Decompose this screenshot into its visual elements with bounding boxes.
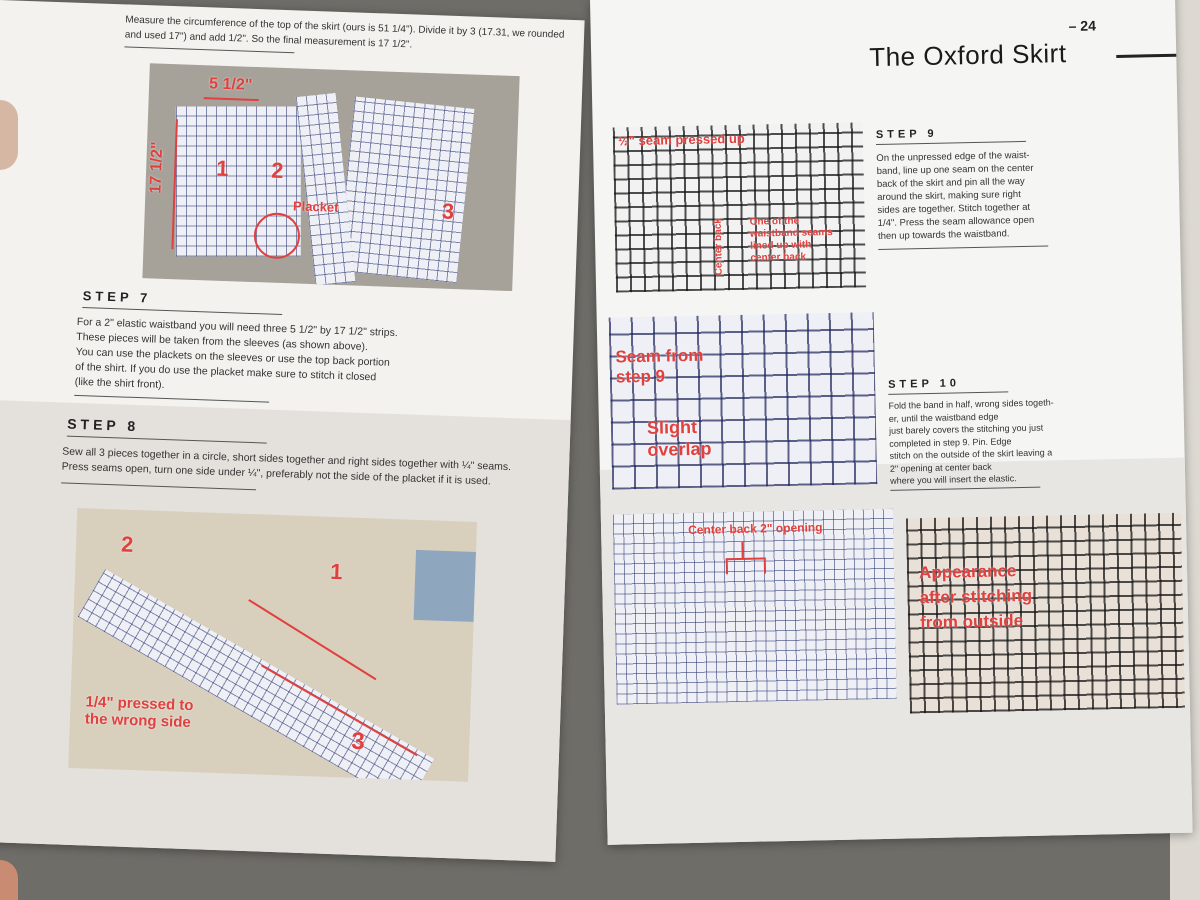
finger xyxy=(0,860,18,900)
step-7-text: For a 2" elastic waistband you will need… xyxy=(74,315,398,401)
waistband-seam-line: waistband seams xyxy=(749,226,833,240)
pressed-label-line: the wrong side xyxy=(84,710,192,732)
step-10-text: Fold the band in half, wrong sides toget… xyxy=(888,396,1055,487)
step-9-heading: STEP 9 xyxy=(875,127,938,142)
waistband-seam-label: One of the waistband seams lined up with… xyxy=(750,215,834,265)
slight-overlap-line: overlap xyxy=(647,438,712,460)
strip-number-2: 2 xyxy=(120,531,134,557)
fabric-piece xyxy=(336,96,475,284)
step-9-line: then up towards the waistband. xyxy=(877,228,1010,243)
step-9-text: On the unpressed edge of the waist- band… xyxy=(876,149,1035,243)
photo-appearance: Appearance after stitching from outside xyxy=(905,512,1185,714)
step-10-rule xyxy=(888,391,1009,395)
piece-number-3: 3 xyxy=(441,198,455,224)
slight-overlap-line: Slight xyxy=(646,416,698,438)
appearance-line: Appearance xyxy=(918,561,1017,583)
seam-from-step-9-line: step 9 xyxy=(615,366,666,387)
center-back-label: Center back xyxy=(712,218,725,276)
piece-number-2: 2 xyxy=(270,157,284,183)
dimension-width-arrow xyxy=(203,97,259,102)
photo-center-back-opening: Center back 2" opening xyxy=(612,508,897,705)
dimension-height-label: 17 1/2" xyxy=(147,141,167,194)
step-9-rule xyxy=(876,140,1027,146)
appearance-line: after stitching xyxy=(919,585,1033,608)
appearance-line: from outside xyxy=(919,611,1024,633)
piece-number-1: 1 xyxy=(215,155,229,182)
step-8-heading: STEP 8 xyxy=(66,415,140,435)
dimension-width-label: 5 1/2" xyxy=(208,75,253,94)
finger xyxy=(0,100,18,170)
photo-sleeve-pieces: 5 1/2" 17 1/2" 1 2 3 Placket xyxy=(142,63,520,292)
left-page: Measure the circumference of the top of … xyxy=(0,0,585,862)
strip-number-3: 3 xyxy=(350,727,366,756)
center-back-opening-label: Center back 2" opening xyxy=(687,520,823,538)
opening-bracket xyxy=(741,541,744,558)
page-title: The Oxford Skirt xyxy=(868,38,1067,73)
pressed-label: 1/4" pressed to the wrong side xyxy=(85,693,194,731)
strip-number-1: 1 xyxy=(329,558,343,585)
step-7-bottom-rule xyxy=(74,394,270,403)
jeans-corner xyxy=(413,549,477,622)
step-7-heading: STEP 7 xyxy=(82,288,152,306)
placket-label: Placket xyxy=(292,198,339,215)
photo-step-10: Seam from step 9 Slight overlap xyxy=(608,312,878,490)
page-number: – 24 xyxy=(1068,17,1097,34)
photo-sewn-strips: 2 1 3 1/4" pressed to the wrong side xyxy=(68,508,478,782)
slight-overlap-label: Slight overlap xyxy=(647,416,712,461)
intro-text: Measure the circumference of the top of … xyxy=(125,12,565,57)
seam-from-step-9-line: Seam from xyxy=(615,345,704,367)
photo-step-9: ½" seam pressed up Center back One of th… xyxy=(612,122,867,293)
fabric-strip xyxy=(77,569,435,782)
waistband-seam-line: center back xyxy=(750,251,807,264)
step-9-bottom-rule xyxy=(878,245,1049,251)
title-rule xyxy=(1116,53,1177,58)
seam-from-step-9-label: Seam from step 9 xyxy=(615,346,704,388)
step-7-rule xyxy=(82,307,283,316)
seam-pressed-label: ½" seam pressed up xyxy=(617,130,745,149)
right-page: – 24 The Oxford Skirt ½" seam pressed up… xyxy=(590,0,1193,845)
step-10-heading: STEP 10 xyxy=(887,377,961,391)
opening-bracket xyxy=(725,557,767,575)
appearance-label: Appearance after stitching from outside xyxy=(919,558,1033,635)
